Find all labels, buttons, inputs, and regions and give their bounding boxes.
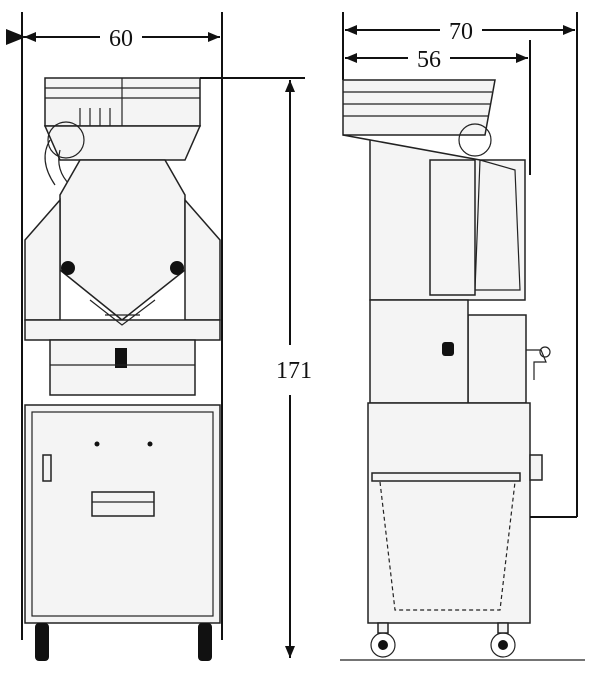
waste-bin-hidden <box>379 481 516 611</box>
height-dimension: 171 <box>200 77 312 658</box>
fruit-feeder-coil <box>47 121 85 159</box>
front-view: 60 <box>6 12 223 661</box>
front-wheel-right <box>198 623 212 661</box>
front-body <box>59 159 186 321</box>
front-wheel-left <box>35 623 49 661</box>
side-cabinet <box>367 402 531 624</box>
height-label: 171 <box>276 358 312 384</box>
side-hopper <box>342 79 496 136</box>
bin-rim <box>371 472 521 482</box>
body-depth-label: 56 <box>417 47 441 73</box>
front-handle <box>91 491 155 517</box>
total-depth-label: 70 <box>449 19 473 45</box>
tap-icon <box>539 346 551 358</box>
side-front-panel <box>467 314 527 404</box>
width-label: 60 <box>109 26 133 52</box>
side-view: 70 56 <box>340 12 585 661</box>
